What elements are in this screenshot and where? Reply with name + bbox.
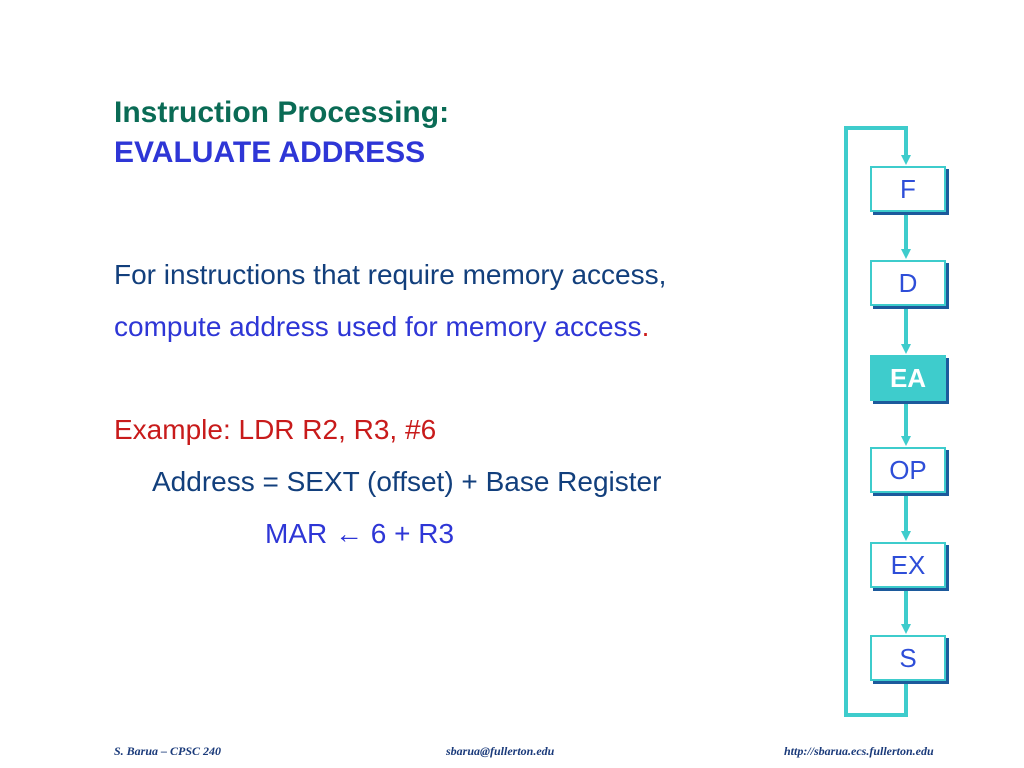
footer-author: S. Barua – CPSC 240 bbox=[114, 744, 222, 758]
stage-fetch: F bbox=[870, 166, 946, 212]
body-text-line-2-period: . bbox=[641, 311, 650, 342]
cycle-loop-line bbox=[844, 126, 911, 717]
stage-evaluate-address: EA bbox=[870, 355, 946, 401]
stage-execute: EX bbox=[870, 542, 946, 588]
slide-title: Instruction Processing: bbox=[114, 96, 450, 129]
body-text-line-2-main: compute address used for memory access bbox=[114, 311, 642, 342]
footer-url: http://sbarua.ecs.fullerton.edu bbox=[784, 744, 934, 758]
mar-formula: MAR ← 6 + R3 bbox=[265, 518, 455, 549]
body-text-line-2: compute address used for memory access. bbox=[114, 310, 649, 344]
body-text-line-1: For instructions that require memory acc… bbox=[114, 259, 667, 290]
stage-store: S bbox=[870, 635, 946, 681]
example-text: Example: LDR R2, R3, #6 bbox=[114, 414, 437, 445]
stage-decode: D bbox=[870, 260, 946, 306]
stage-fetch-operands: OP bbox=[870, 447, 946, 493]
footer-email: sbarua@fullerton.edu bbox=[446, 744, 555, 758]
address-formula: Address = SEXT (offset) + Base Register bbox=[152, 466, 662, 497]
slide-subtitle: EVALUATE ADDRESS bbox=[114, 136, 426, 169]
